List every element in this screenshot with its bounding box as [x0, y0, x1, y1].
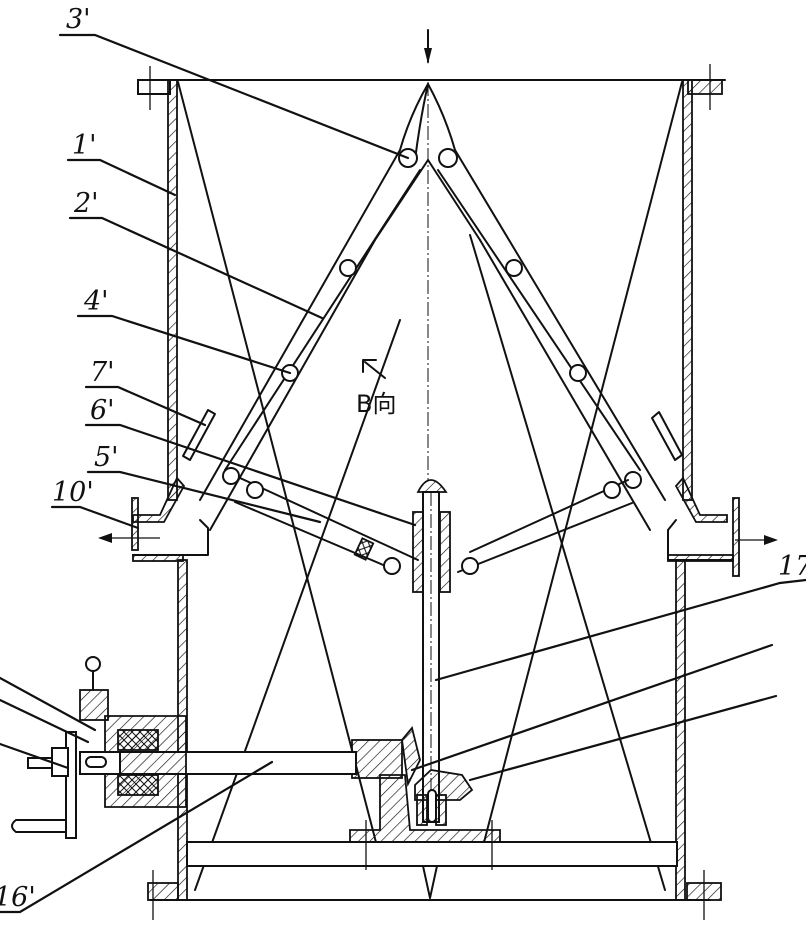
- locking-pin-knob: [85, 656, 101, 672]
- locking-pin-housing: [79, 689, 109, 721]
- part-labels: 3' 1' 2' 4' 7' 6' 5' 10' 17' 16': [0, 4, 806, 913]
- top-right-flange: [687, 79, 723, 95]
- leader-7: [84, 385, 207, 427]
- leader-10: [50, 505, 140, 530]
- deflector-plates: [182, 409, 683, 461]
- view-note-text: B向: [356, 390, 396, 418]
- leader-6: [84, 423, 417, 527]
- crank-arm: [65, 731, 77, 839]
- label-7: 7': [90, 357, 115, 388]
- hand-crank: [11, 731, 77, 839]
- label-10: 10': [52, 477, 94, 508]
- leader-lines: [0, 33, 806, 914]
- label-6: 6': [90, 395, 115, 426]
- view-direction-note: B向: [356, 359, 396, 418]
- shaft-cap: [416, 479, 448, 493]
- top-plate: [137, 64, 726, 110]
- central-shaft: [412, 479, 451, 823]
- label-5: 5': [94, 442, 119, 473]
- outlet-chute-left: [98, 476, 209, 562]
- base-frame: [147, 820, 722, 920]
- sliding-collar-right: [439, 511, 451, 593]
- leader-gear-2: [468, 694, 778, 782]
- leader-4: [76, 314, 292, 375]
- leader-5: [86, 470, 322, 524]
- arm-pivot-pins: [222, 148, 642, 489]
- side-bearing-housing: [79, 656, 187, 808]
- leader-gear-1: [410, 643, 774, 772]
- base-beam: [186, 841, 678, 867]
- leader-17: [434, 578, 806, 682]
- crank-handle: [11, 819, 67, 833]
- inner-cone-lines: [177, 81, 683, 891]
- folding-arm-right: [427, 83, 666, 531]
- label-3: 3': [66, 4, 91, 35]
- label-16: 16': [0, 882, 36, 913]
- sliding-collar-left: [412, 511, 424, 593]
- leader-1: [66, 158, 177, 197]
- label-1: 1': [72, 130, 97, 161]
- connecting-links: [234, 477, 633, 575]
- drive-shaft-hub: [351, 739, 403, 779]
- leader-16: [0, 760, 274, 914]
- leader-2: [68, 216, 324, 320]
- label-2: 2': [73, 188, 99, 219]
- bevel-gear-drive: [401, 726, 421, 788]
- bottom-left-flange: [147, 882, 179, 901]
- inlet-arrow: [424, 29, 432, 64]
- top-left-flange: [137, 79, 171, 95]
- label-17: 17': [778, 551, 806, 582]
- leader-3: [58, 33, 410, 160]
- label-4: 4': [83, 286, 109, 317]
- crank-nut: [51, 747, 69, 777]
- outlet-chute-right: [667, 476, 778, 577]
